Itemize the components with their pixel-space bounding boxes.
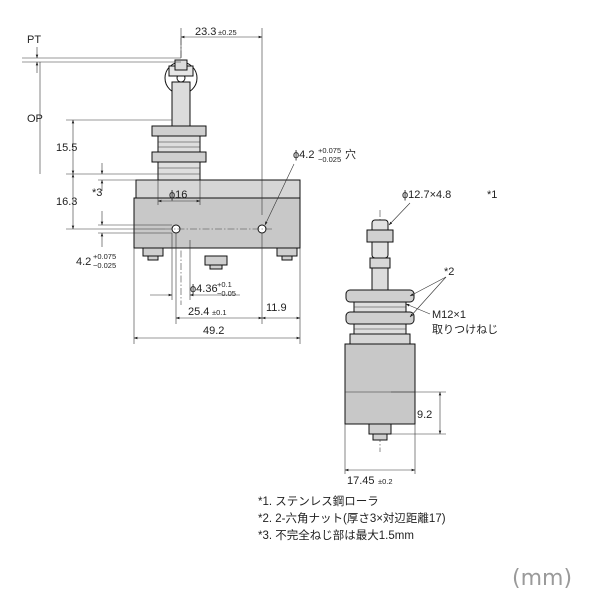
side-view: ϕ12.7×4.8 *1 *2 M12×1 取りつけねじ 9.2 17.45 ±… (344, 189, 498, 487)
dim-phi16: ϕ16 (169, 189, 187, 201)
dim-23-3: 23.3 (195, 26, 216, 38)
dim-4-2-side: 4.2 (76, 256, 91, 268)
dim-15-5: 15.5 (56, 142, 77, 154)
dim-4-2-side-tol-upper: +0.075 (93, 252, 116, 261)
note-2: *2. 2-六角ナット(厚さ3×対辺距離17) (258, 511, 446, 525)
mark3-label: *3 (92, 187, 102, 199)
note-1: *1. ステンレス鋼ローラ (258, 494, 379, 508)
note-3: *3. 不完全ねじ部は最大1.5mm (258, 528, 414, 542)
op-label: OP (27, 113, 43, 125)
dim-phi4-2-hole-tol-upper: +0.075 (318, 146, 341, 155)
terminals-front (142, 247, 298, 270)
nut-stack-front (151, 125, 207, 181)
mark2-label: *2 (444, 266, 454, 278)
front-view: 23.3 ±0.25 PT OP 15.5 16.3 *3 4.2 +0.075… (22, 26, 356, 344)
dim-25-4-tol: ±0.1 (212, 308, 227, 317)
dim-phi4-2-hole-tol-lower: −0.025 (318, 155, 341, 164)
dim-11-9: 11.9 (266, 302, 287, 314)
dim-49-2: 49.2 (203, 325, 224, 337)
dim-phi4-36-tol-lower: −0.05 (217, 289, 236, 298)
dim-25-4: 25.4 (188, 306, 209, 318)
roller-side (366, 219, 394, 269)
dim-roller: ϕ12.7×4.8 (402, 189, 451, 201)
dim-17-45-tol: ±0.2 (378, 477, 393, 486)
dim-thread: M12×1 (432, 309, 466, 321)
dim-phi4-2-hole: ϕ4.2 (293, 149, 314, 161)
dim-phi4-36: ϕ4.36 (190, 283, 218, 295)
switch-body-side (344, 343, 416, 425)
mark1-label: *1 (487, 189, 497, 201)
units-label: (mm) (512, 566, 572, 591)
dim-phi4-36-tol-upper: +0.1 (217, 280, 232, 289)
dim-thread-note: 取りつけねじ (432, 323, 498, 336)
plunger-shaft (171, 81, 191, 127)
dim-17-45: 17.45 (347, 475, 375, 487)
dim-phi4-2-hole-suffix: 穴 (345, 147, 356, 161)
nut-stack-side (345, 289, 415, 335)
notes: *1. ステンレス鋼ローラ *2. 2-六角ナット(厚さ3×対辺距離17) *3… (258, 494, 446, 542)
pt-label: PT (27, 34, 41, 46)
upper-housing (135, 179, 301, 199)
dim-23-3-tol: ±0.25 (218, 28, 237, 37)
dim-4-2-side-tol-lower: −0.025 (93, 261, 116, 270)
switch-body (133, 197, 301, 249)
dim-9-2: 9.2 (417, 409, 432, 421)
dim-16-3: 16.3 (56, 196, 77, 208)
